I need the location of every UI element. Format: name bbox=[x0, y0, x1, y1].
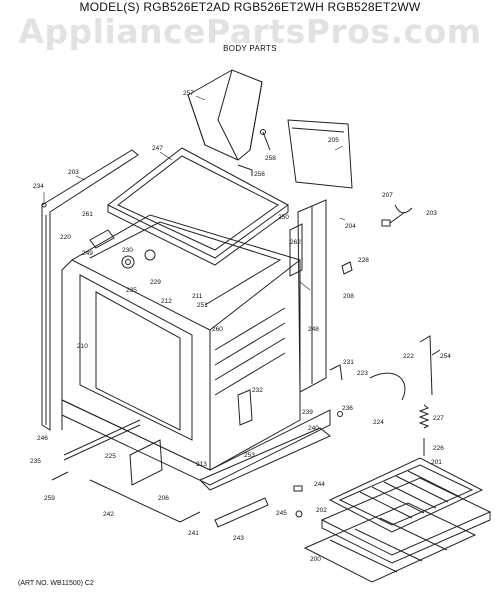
callout-223: 223 bbox=[357, 370, 368, 377]
callout-234: 234 bbox=[33, 183, 44, 190]
part-257-top-cover bbox=[187, 69, 263, 161]
part-228-clip bbox=[341, 261, 353, 275]
callout-231: 231 bbox=[343, 359, 354, 366]
callout-230: 230 bbox=[122, 247, 133, 254]
callout-204: 204 bbox=[345, 223, 356, 230]
callout-250: 250 bbox=[278, 214, 289, 221]
callout-232: 232 bbox=[252, 387, 263, 394]
callout-207: 207 bbox=[382, 192, 393, 199]
callout-227: 227 bbox=[433, 415, 444, 422]
callout-242: 242 bbox=[103, 511, 114, 518]
part-242-base-rail bbox=[89, 479, 201, 523]
callout-240: 240 bbox=[308, 425, 319, 432]
callout-203-right: 203 bbox=[426, 210, 437, 217]
callout-202: 202 bbox=[316, 507, 327, 514]
callout-258: 258 bbox=[265, 155, 276, 162]
part-261-block bbox=[89, 229, 115, 249]
callout-labels: 257 205 247 258 203 256 234 207 203 261 … bbox=[30, 90, 451, 563]
part-256-bracket bbox=[237, 164, 253, 176]
part-245-screw bbox=[295, 510, 303, 518]
callout-251: 251 bbox=[197, 302, 208, 309]
part-247-cooktop bbox=[107, 147, 289, 266]
callout-213: 213 bbox=[196, 461, 207, 468]
callout-206: 206 bbox=[158, 495, 169, 502]
callout-220: 220 bbox=[60, 234, 71, 241]
callout-249: 249 bbox=[82, 250, 93, 257]
callout-260: 260 bbox=[212, 326, 223, 333]
callout-241: 241 bbox=[188, 530, 199, 537]
part-243-kick-panel bbox=[214, 497, 269, 528]
callout-203-left: 203 bbox=[68, 169, 79, 176]
watermark: AppliancePartsPros.com bbox=[18, 12, 482, 51]
part-253-drawer-panel bbox=[199, 427, 331, 491]
part-203-wire-harness bbox=[381, 204, 413, 227]
callout-259: 259 bbox=[44, 495, 55, 502]
part-201-broiler-pan-grid bbox=[328, 457, 484, 533]
part-200-oven-rack bbox=[303, 502, 477, 583]
callout-222: 222 bbox=[403, 353, 414, 360]
part-208-right-side-panel bbox=[297, 199, 327, 393]
part-224-hinge-arm bbox=[369, 372, 406, 401]
callout-256: 256 bbox=[254, 171, 265, 178]
callout-229: 229 bbox=[150, 279, 161, 286]
callout-201: 201 bbox=[431, 459, 442, 466]
section-title: BODY PARTS bbox=[223, 44, 277, 53]
part-205-backguard bbox=[287, 119, 353, 189]
callout-leaders bbox=[43, 95, 346, 291]
part-209-left-side-panel bbox=[41, 149, 139, 431]
part-235-lower-rod bbox=[63, 419, 141, 461]
part-202-broiler-pan bbox=[320, 477, 492, 564]
part-225-rail bbox=[129, 439, 163, 486]
callout-261: 261 bbox=[82, 211, 93, 218]
callout-247: 247 bbox=[152, 145, 163, 152]
callout-226: 226 bbox=[433, 445, 444, 452]
callout-236: 236 bbox=[342, 405, 353, 412]
part-227-spring bbox=[418, 404, 430, 429]
callout-228: 228 bbox=[358, 257, 369, 264]
part-236-screw bbox=[337, 411, 343, 417]
callout-253: 253 bbox=[244, 452, 255, 459]
model-numbers: MODEL(S) RGB526ET2AD RGB526ET2WH RGB528E… bbox=[79, 0, 421, 14]
callout-243: 243 bbox=[233, 535, 244, 542]
part-259-bracket bbox=[51, 471, 69, 481]
callout-224: 224 bbox=[373, 419, 384, 426]
callout-212: 212 bbox=[161, 298, 172, 305]
part-232-bracket bbox=[237, 389, 253, 426]
art-number: (ART NO. WB11500) C2 bbox=[18, 580, 94, 587]
part-222-bracket bbox=[419, 335, 441, 396]
callout-239: 239 bbox=[302, 409, 313, 416]
callout-246: 246 bbox=[37, 435, 48, 442]
callout-211: 211 bbox=[192, 293, 203, 300]
callout-208: 208 bbox=[343, 293, 354, 300]
oven-body-frame bbox=[61, 214, 331, 486]
callout-235-lower: 235 bbox=[30, 458, 41, 465]
callout-200: 200 bbox=[310, 556, 321, 563]
part-230-burner-valve bbox=[121, 249, 156, 269]
callout-235-upper: 235 bbox=[126, 287, 137, 294]
part-244-clip bbox=[293, 485, 303, 492]
callout-254: 254 bbox=[440, 353, 451, 360]
callout-262: 262 bbox=[290, 239, 301, 246]
callout-244: 244 bbox=[314, 481, 325, 488]
part-258-screw bbox=[260, 129, 271, 151]
callout-245: 245 bbox=[276, 510, 287, 517]
callout-225: 225 bbox=[105, 453, 116, 460]
callout-210: 210 bbox=[77, 343, 88, 350]
callout-205: 205 bbox=[328, 137, 339, 144]
part-262-bracket bbox=[289, 223, 303, 277]
part-234-screw bbox=[41, 202, 47, 208]
callout-248: 248 bbox=[308, 326, 319, 333]
callout-257: 257 bbox=[183, 90, 194, 97]
part-231-clip bbox=[329, 364, 343, 381]
